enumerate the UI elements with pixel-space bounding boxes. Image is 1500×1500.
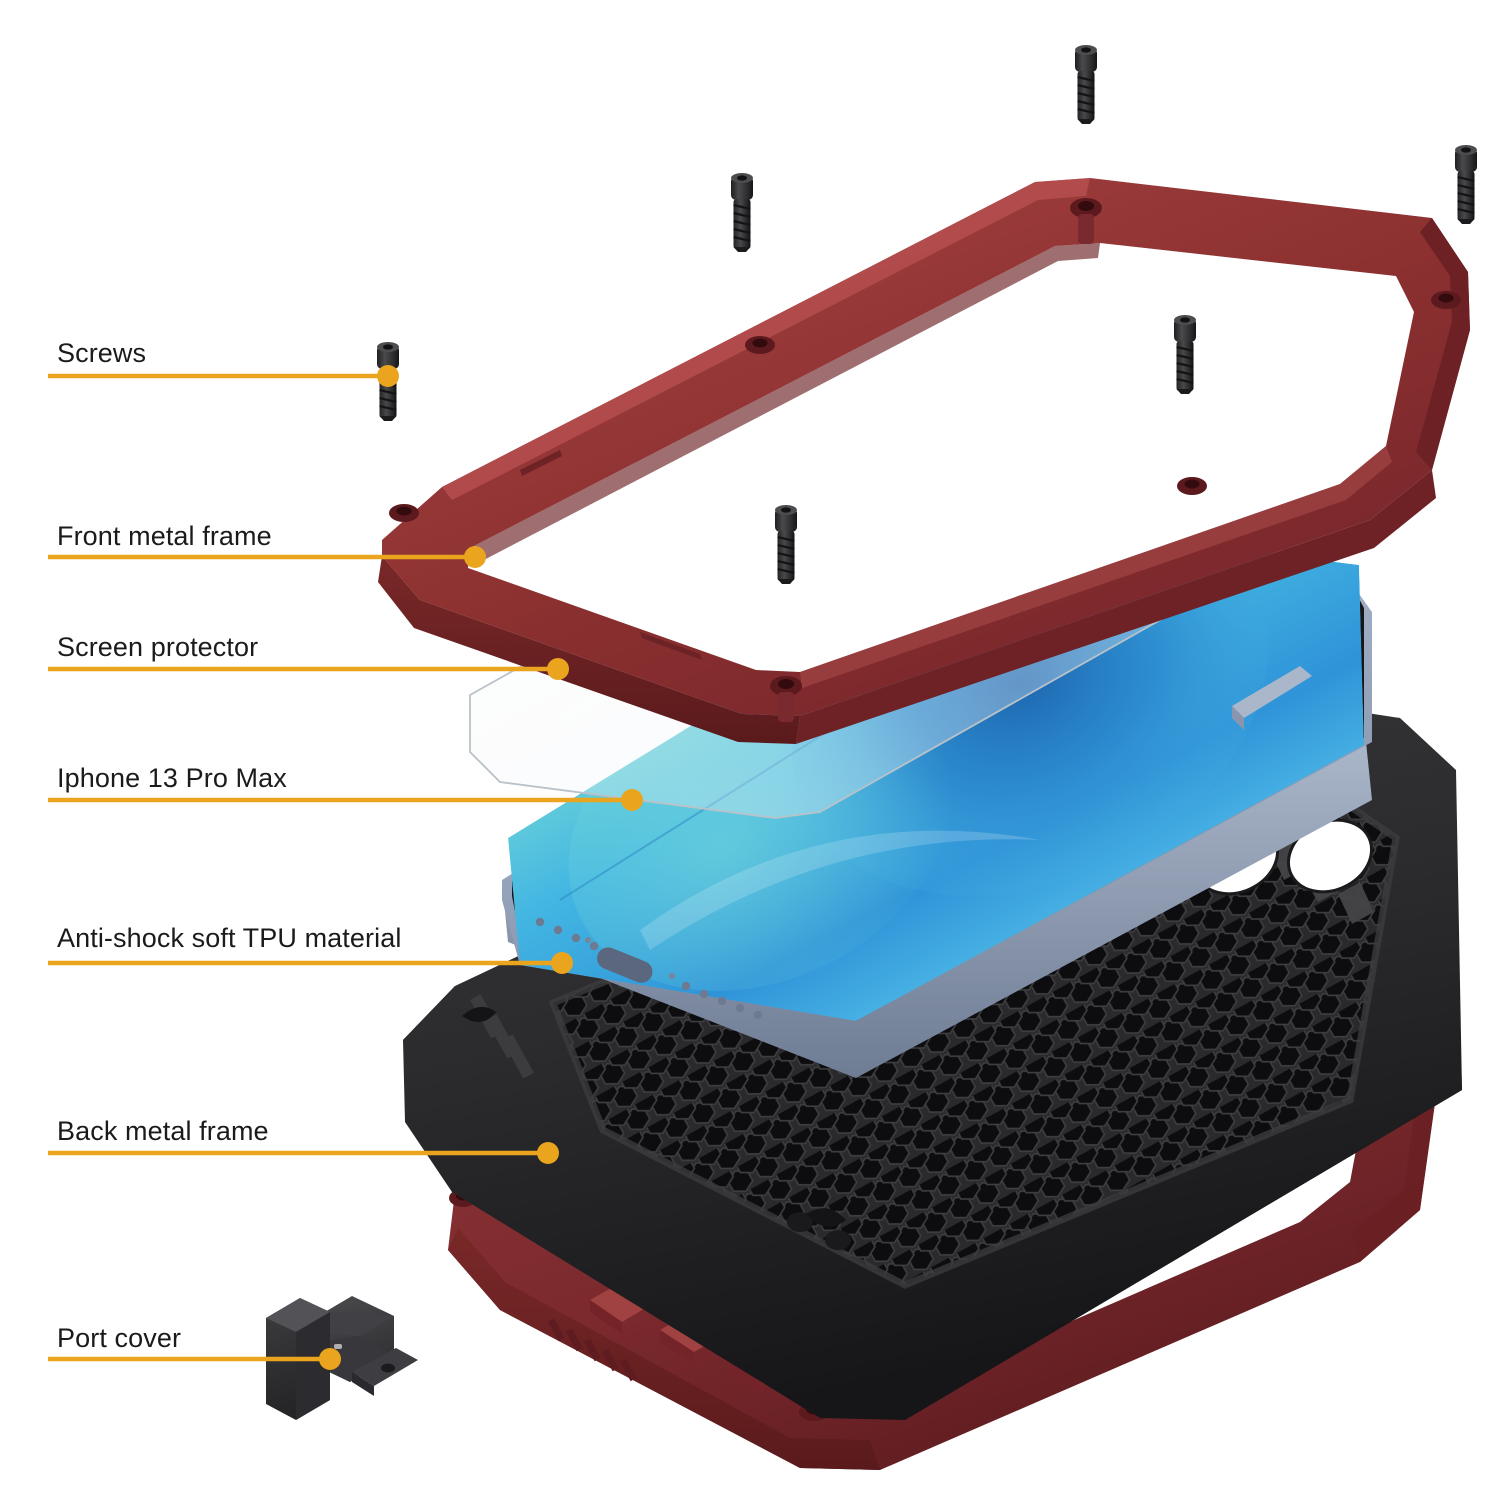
callout-leaders	[48, 373, 632, 1362]
leader-dot-screws	[377, 365, 399, 387]
leader-dot-back-metal-frame	[537, 1142, 559, 1164]
screw	[1174, 315, 1196, 394]
callout-label-port-cover: Port cover	[57, 1323, 182, 1353]
callout-label-back-metal-frame: Back metal frame	[57, 1116, 269, 1146]
callout-label-front-metal-frame: Front metal frame	[57, 521, 272, 551]
leader-dot-front-metal-frame	[464, 546, 486, 568]
screw	[1075, 45, 1097, 124]
callout-label-screen-protector: Screen protector	[57, 632, 259, 662]
leader-dot-port-cover	[319, 1348, 341, 1370]
callout-label-iphone-13-pro-max: Iphone 13 Pro Max	[57, 763, 287, 793]
tpu-bottom-nubs	[787, 1208, 851, 1250]
screw	[731, 173, 753, 252]
callout-dots	[319, 365, 643, 1370]
screw	[1455, 145, 1477, 224]
leader-dot-screen-protector	[547, 658, 569, 680]
iphone-speaker-holes-right	[681, 981, 763, 1020]
iphone-speaker-holes-left	[535, 917, 599, 951]
screw	[775, 505, 797, 584]
callout-label-tpu-material: Anti-shock soft TPU material	[57, 923, 402, 953]
front-frame-screw-bosses	[389, 198, 1461, 722]
screws-group	[377, 45, 1477, 584]
callout-label-screws: Screws	[57, 338, 147, 368]
leader-dot-tpu	[551, 952, 573, 974]
iphone-part	[502, 522, 1372, 1078]
back-frame-speaker-slots	[548, 1318, 637, 1382]
leader-dot-iphone	[621, 789, 643, 811]
front-metal-frame-part	[378, 178, 1470, 744]
